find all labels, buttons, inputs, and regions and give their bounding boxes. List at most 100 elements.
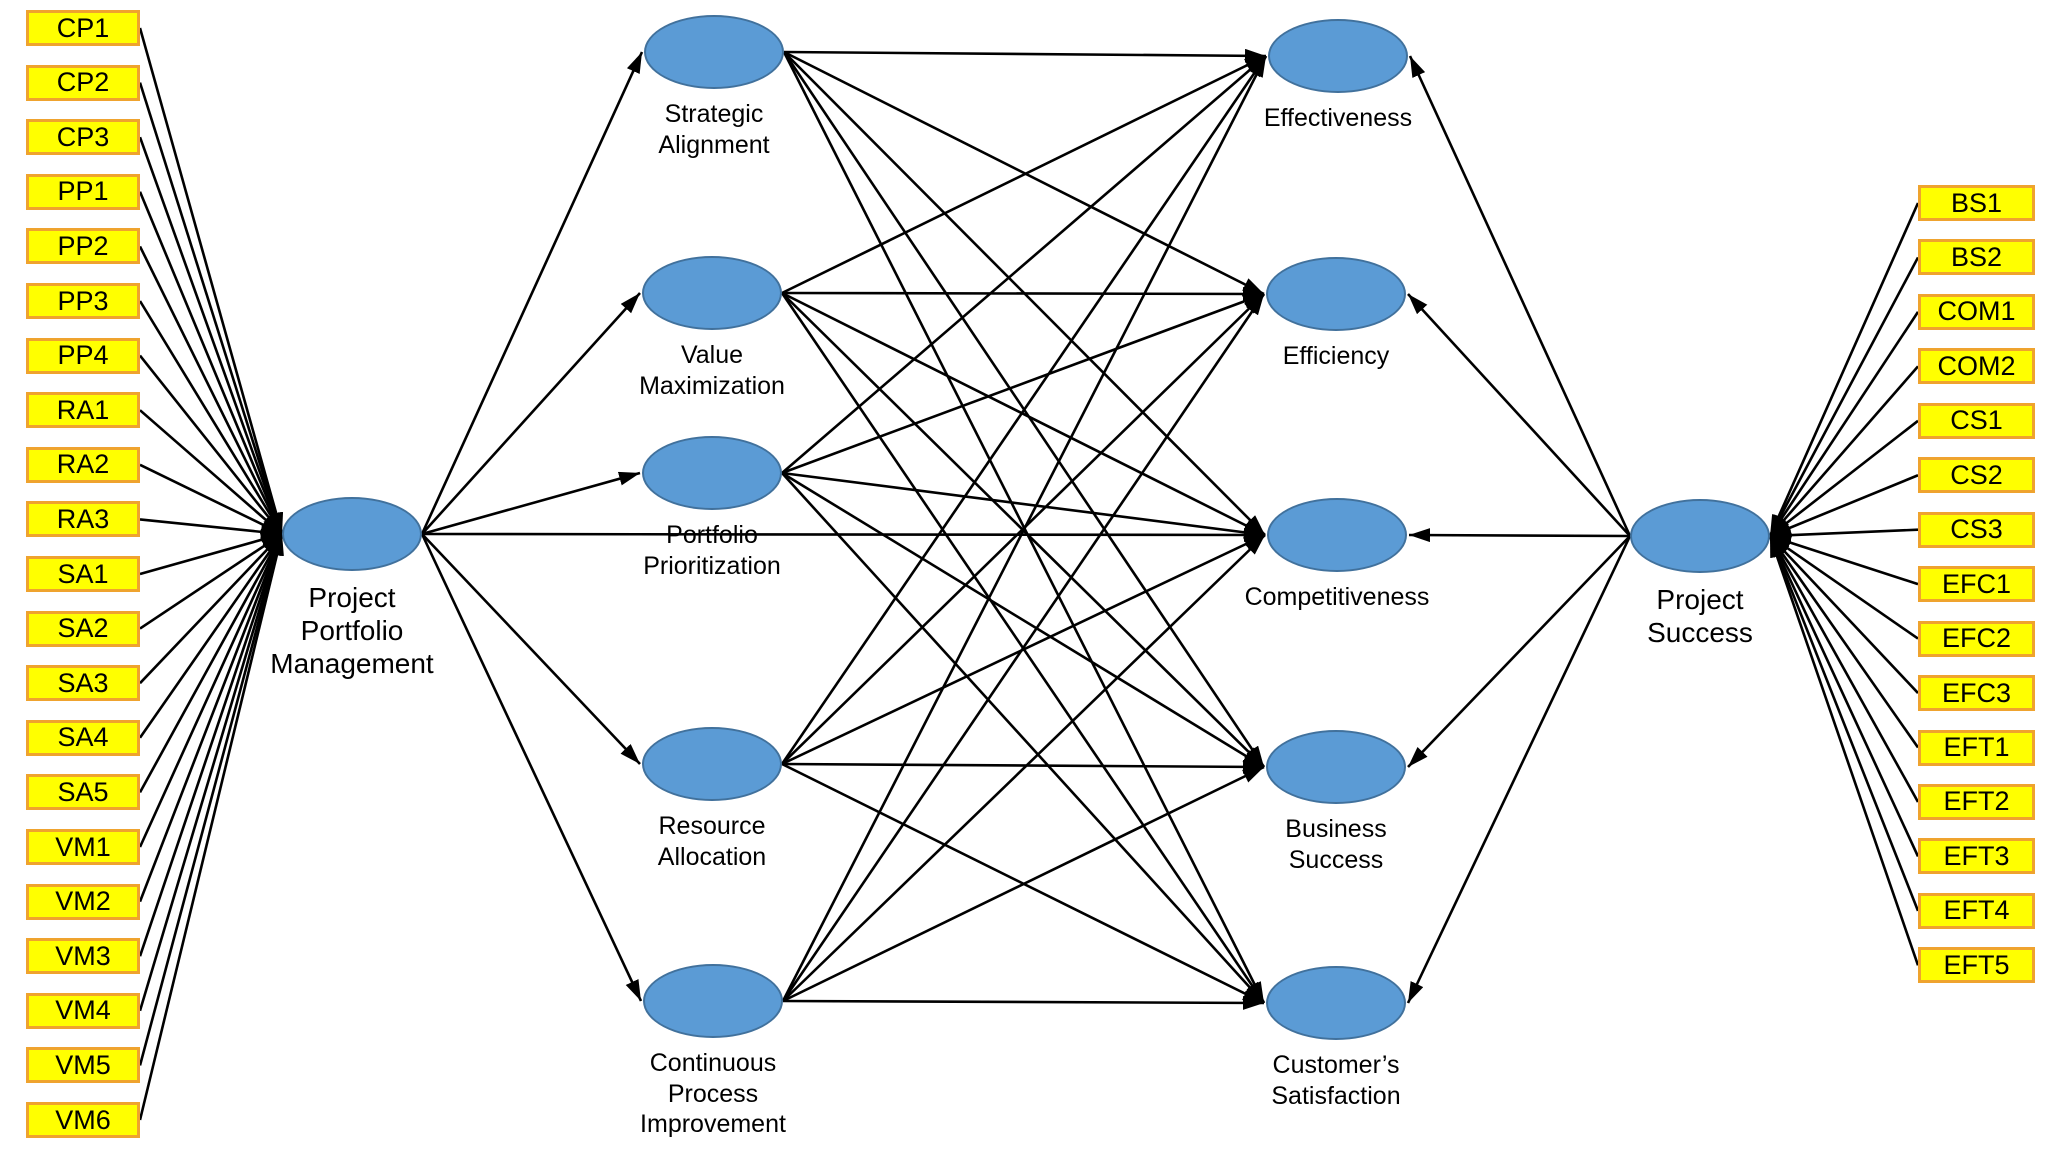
indicator-RA2: RA2 — [26, 446, 140, 483]
indicator-PP3: PP3 — [26, 283, 140, 319]
indicator-CP1: CP1 — [26, 10, 140, 46]
arrow-VM6-ppm — [138, 533, 284, 1121]
arrow-EFT5-ps — [1768, 535, 1920, 966]
construct-com-ellipse — [1267, 498, 1407, 572]
indicator-label: EFT5 — [1943, 949, 2010, 980]
indicator-PP1: PP1 — [26, 173, 140, 210]
indicator-BS1: BS1 — [1918, 185, 2035, 221]
arrow-cpi-eff — [781, 55, 1268, 1002]
arrow-RA1-ppm — [139, 409, 283, 535]
indicator-label: CS2 — [1950, 459, 2003, 490]
arrow-vm-eff — [781, 54, 1267, 295]
indicator-VM2: VM2 — [26, 883, 140, 920]
indicator-VM1: VM1 — [26, 829, 140, 865]
indicator-SA4: SA4 — [26, 719, 140, 756]
construct-bs-ellipse — [1266, 730, 1406, 804]
arrow-PP1-ppm — [138, 191, 284, 535]
indicator-label: EFT4 — [1943, 895, 2010, 926]
arrow-BS2-ps — [1768, 256, 1920, 537]
indicator-VM3: VM3 — [26, 938, 140, 975]
arrow-ra-bs — [781, 759, 1265, 774]
indicator-label: RA2 — [56, 449, 110, 480]
arrow-ra-eff — [780, 55, 1268, 765]
indicator-label: SA1 — [57, 558, 109, 589]
arrow-pp-com — [781, 471, 1266, 540]
arrow-CP3-ppm — [138, 136, 284, 535]
arrow-ppm-vm — [421, 292, 641, 535]
arrow-sa-efi — [783, 50, 1265, 296]
indicator-label: COM2 — [1937, 350, 2016, 381]
arrow-ps-cs — [1406, 535, 1632, 1004]
arrow-ppm-sa — [420, 51, 644, 535]
indicator-VM4: VM4 — [26, 992, 140, 1029]
indicator-EFT2: EFT2 — [1918, 783, 2035, 820]
arrow-SA4-ppm — [138, 533, 284, 739]
arrow-SA3-ppm — [139, 533, 283, 685]
indicator-label: EFT3 — [1943, 840, 2010, 871]
construct-ra-ellipse — [642, 727, 782, 801]
indicator-CP3: CP3 — [26, 119, 140, 156]
arrow-EFT2-ps — [1768, 535, 1920, 803]
arrow-SA1-ppm — [139, 532, 283, 576]
indicator-label: VM5 — [55, 1049, 111, 1080]
indicator-label: PP3 — [57, 285, 109, 316]
construct-ps-ellipse — [1630, 499, 1770, 573]
arrow-VM5-ppm — [138, 533, 284, 1066]
arrow-EFT1-ps — [1768, 535, 1920, 749]
indicator-label: EFT2 — [1943, 786, 2010, 817]
construct-sa-ellipse — [644, 15, 784, 89]
indicator-label: VM3 — [55, 940, 111, 971]
indicator-COM1: COM1 — [1918, 293, 2035, 330]
arrow-cpi-efi — [781, 293, 1266, 1002]
indicator-label: VM2 — [55, 886, 111, 917]
indicator-label: CP3 — [56, 121, 110, 152]
indicator-label: EFT1 — [1943, 732, 2010, 762]
indicator-BS2: BS2 — [1918, 239, 2035, 276]
arrow-VM4-ppm — [138, 533, 284, 1012]
arrow-CP1-ppm — [138, 27, 284, 535]
arrow-ppm-pp — [421, 471, 641, 536]
construct-eff-ellipse — [1268, 19, 1408, 93]
arrow-EFC2-ps — [1769, 534, 1919, 640]
arrow-pp-bs — [781, 471, 1265, 769]
indicator-label: COM1 — [1937, 296, 2016, 327]
arrow-VM1-ppm — [138, 533, 284, 848]
indicator-PP2: PP2 — [26, 228, 140, 265]
arrow-EFT4-ps — [1768, 535, 1920, 912]
arrow-cpi-com — [782, 534, 1266, 1002]
indicator-EFT1: EFT1 — [1918, 729, 2035, 766]
indicator-label: SA5 — [57, 776, 109, 807]
construct-ppm-ellipse — [282, 497, 422, 571]
indicator-COM2: COM2 — [1918, 348, 2035, 385]
arrow-pp-eff — [781, 55, 1267, 474]
arrow-EFC1-ps — [1769, 534, 1919, 586]
indicator-label: BS2 — [1950, 241, 2003, 272]
construct-vm-ellipse — [642, 256, 782, 330]
construct-cpi-ellipse — [643, 964, 783, 1038]
construct-pp-ellipse — [642, 436, 782, 510]
indicator-EFT3: EFT3 — [1918, 838, 2035, 875]
arrow-COM2-ps — [1769, 365, 1919, 537]
indicator-VM6: VM6 — [26, 1102, 140, 1138]
indicator-label: RA3 — [56, 503, 110, 534]
indicator-SA3: SA3 — [26, 665, 140, 702]
indicator-CS3: CS3 — [1918, 511, 2035, 548]
arrow-ps-bs — [1407, 535, 1631, 768]
arrow-cpi-cs — [782, 995, 1265, 1010]
indicator-EFT5: EFT5 — [1918, 947, 2035, 984]
indicator-EFC2: EFC2 — [1918, 620, 2035, 657]
indicator-label: EFC2 — [1941, 623, 2012, 654]
indicator-label: CP1 — [56, 12, 110, 43]
arrow-PP4-ppm — [138, 354, 284, 535]
arrow-cpi-bs — [782, 765, 1265, 1003]
indicator-label: SA4 — [57, 722, 109, 753]
arrow-PP3-ppm — [138, 300, 284, 535]
arrow-PP2-ppm — [138, 245, 284, 535]
arrow-vm-efi — [781, 286, 1265, 301]
indicator-RA1: RA1 — [26, 392, 140, 429]
construct-cs-ellipse — [1266, 966, 1406, 1040]
indicator-label: SA2 — [57, 613, 109, 644]
arrow-SA2-ppm — [139, 532, 283, 630]
